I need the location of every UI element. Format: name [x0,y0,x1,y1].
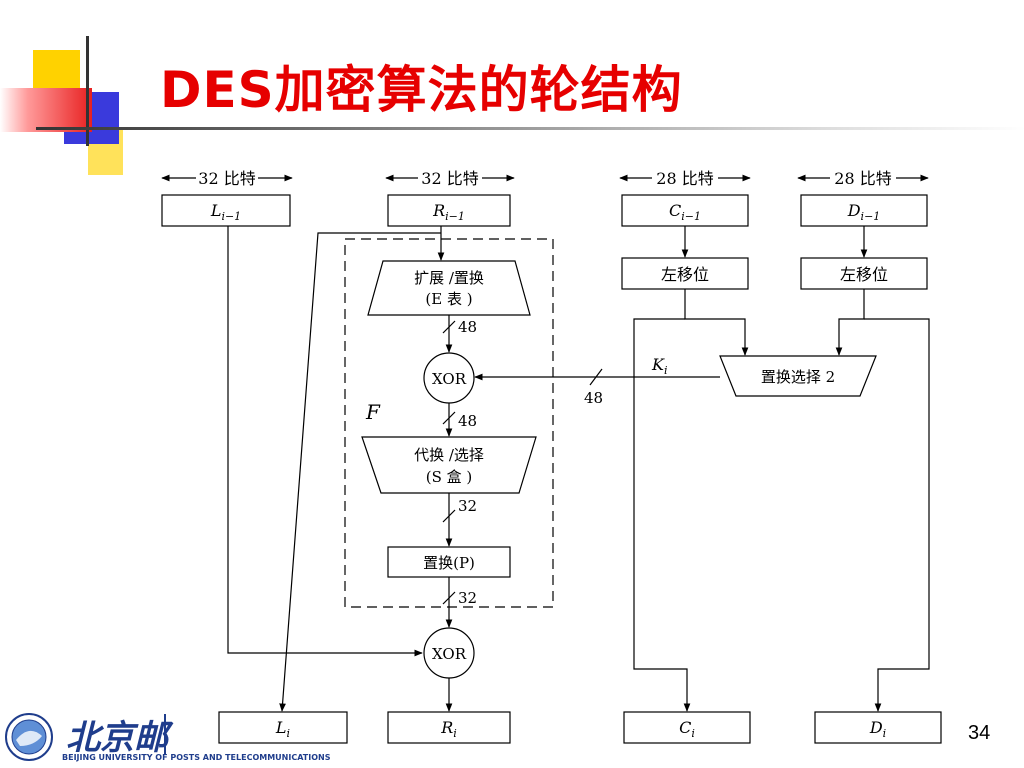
width-text-l: 32 比特 [198,169,255,188]
slash-mark-key [589,368,603,386]
input-l-box: Li−1 [161,194,291,227]
output-l-sub: i [287,727,291,740]
pc2-label: 置换选择 2 [761,368,835,386]
substitution-box: 代换 /选择 (S 盒 ) [361,436,537,494]
deco-red-bar [0,88,92,132]
svg-text:Li−1: Li−1 [210,201,241,223]
left-shift-c-label: 左移位 [661,265,709,284]
input-l-base: L [210,201,222,220]
left-shift-c-box: 左移位 [621,257,749,290]
width-text-d: 28 比特 [834,169,891,188]
xor-f-node: XOR [423,352,475,404]
output-l-box: Li [218,711,348,744]
output-c-box: Ci [623,711,751,744]
xor-f-label: XOR [432,370,467,388]
xor-output-node: XOR [423,627,475,679]
slash-mark-32b [442,591,456,605]
input-c-sub: i−1 [681,210,701,223]
input-d-box: Di−1 [800,194,928,227]
expansion-box: 扩展 /置换 (E 表 ) [367,260,531,316]
width-label-r: 32 比特 [385,169,515,188]
output-c-base: C [679,718,691,737]
width-label-d: 28 比特 [797,169,929,188]
input-c-base: C [669,201,681,220]
output-d-base: D [869,718,883,737]
university-logo: 北京邮 BEIJING UNIVERSITY OF POSTS AND TELE… [4,708,334,768]
d-shift-to-pc2-arrow [835,289,865,356]
f-label: F [365,400,381,424]
left-shift-d-box: 左移位 [800,257,928,290]
width-label-c: 28 比特 [619,169,751,188]
c-shift-to-pc2-arrow [684,289,749,356]
bits-after-s: 32 [458,497,477,515]
output-r-base: R [440,718,453,737]
key-label: Ki [651,355,667,377]
svg-text:Di−1: Di−1 [847,201,881,223]
slash-mark-48b [442,411,456,425]
svg-text:Di: Di [869,718,886,740]
input-d-sub: i−1 [861,210,881,223]
input-r-sub: i−1 [445,210,465,223]
input-r-base: R [432,201,445,220]
page-number: 34 [968,722,991,744]
svg-text:Ri: Ri [440,718,457,740]
output-r-sub: i [453,727,457,740]
svg-text:Li: Li [275,718,290,740]
output-d-sub: i [883,727,887,740]
input-c-box: Ci−1 [621,194,749,227]
slash-mark-32a [442,509,456,523]
logo-chinese-text: 北京邮 [66,718,168,758]
xor-output-label: XOR [432,645,467,663]
slash-mark-48a [442,320,456,334]
expansion-line2: (E 表 ) [425,290,472,308]
output-c-sub: i [691,727,695,740]
logo-divider [164,714,166,754]
permutation-label: 置换(P) [423,554,475,572]
logo-english-text: BEIJING UNIVERSITY OF POSTS AND TELECOMM… [62,753,331,762]
l-to-xor-arrow [227,226,423,657]
output-l-base: L [275,718,287,737]
width-text-c: 28 比特 [656,169,713,188]
width-text-r: 32 比特 [421,169,478,188]
input-l-sub: i−1 [221,210,241,223]
pc2-box: 置换选择 2 [719,355,877,397]
svg-text:Ci−1: Ci−1 [669,201,701,223]
deco-vertical-line [86,36,89,146]
bits-after-e: 48 [458,318,477,336]
bits-after-p: 32 [458,589,477,607]
deco-title-underline [36,127,1024,130]
output-d-box: Di [814,711,942,744]
left-shift-d-label: 左移位 [840,265,888,284]
bits-after-xor: 48 [458,412,477,430]
substitution-line1: 代换 /选择 [414,446,484,464]
output-r-box: Ri [387,711,511,744]
d-shift-to-di-arrow [864,318,930,712]
input-r-box: Ri−1 [387,194,511,227]
page-title: DES加密算法的轮结构 [160,61,683,119]
permutation-box: 置换(P) [387,546,511,578]
width-label-l: 32 比特 [161,169,293,188]
c-shift-to-ci-arrow [633,318,691,712]
svg-text:Ci: Ci [679,718,695,740]
svg-text:Ri−1: Ri−1 [432,201,465,223]
r-to-li-arrow [279,232,441,712]
expansion-line1: 扩展 /置换 [414,269,484,287]
input-d-base: D [847,201,861,220]
university-seal-icon [5,713,53,761]
substitution-line2: (S 盒 ) [426,468,473,486]
bits-key: 48 [584,389,603,407]
